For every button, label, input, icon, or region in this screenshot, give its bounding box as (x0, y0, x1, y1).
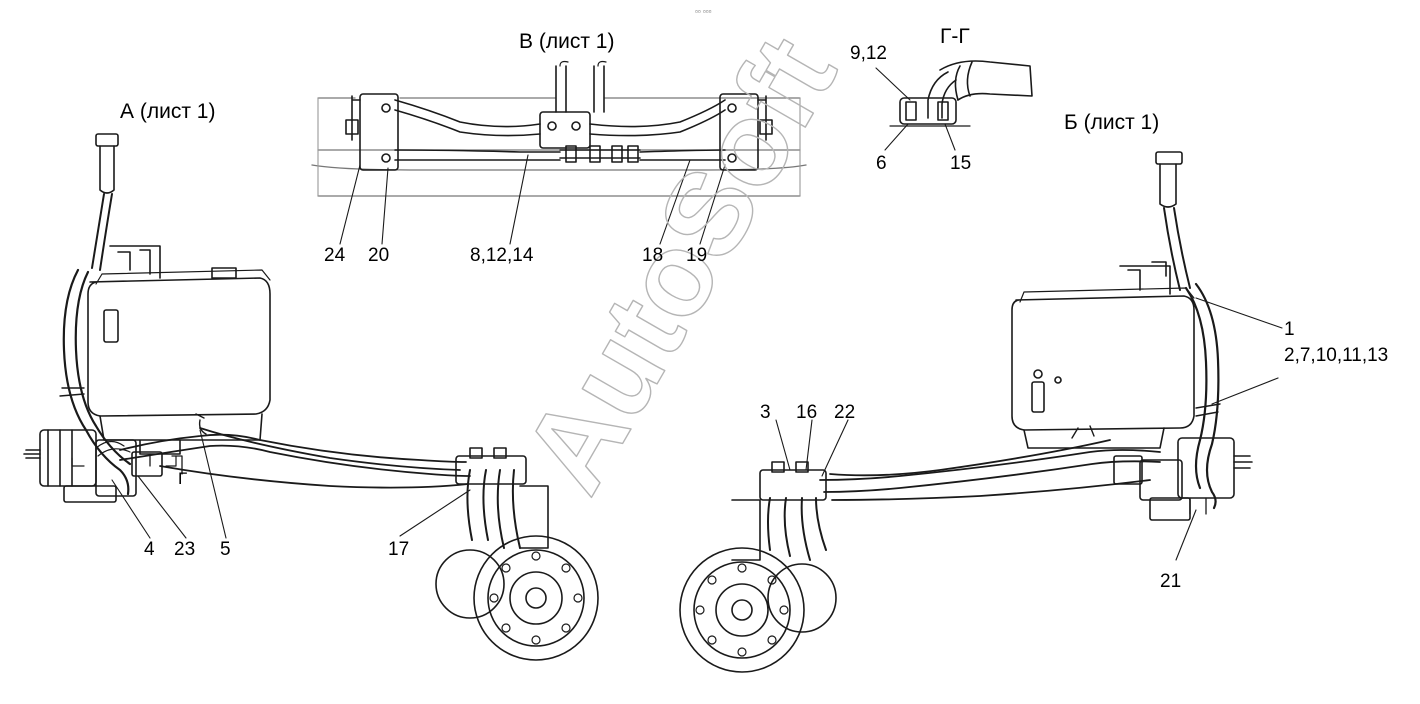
callout-20: 20 (368, 245, 390, 266)
view-v-right-bracket (719, 93, 773, 171)
lower-leader-lines (111, 297, 1283, 561)
left-tank (87, 245, 271, 455)
callout-21: 21 (1160, 571, 1182, 592)
callout-22: 22 (834, 402, 856, 423)
section-g-label: Г (178, 469, 188, 488)
left-hose-loop (59, 268, 132, 496)
callout-18: 18 (642, 245, 664, 266)
right-hose-loop (1184, 282, 1221, 510)
watermark-text: AutoSoft (498, 16, 861, 513)
view-v-leader-lines (339, 154, 726, 245)
left-wheel-bolts (489, 551, 583, 645)
callout-8-12-14: 8,12,14 (470, 245, 534, 266)
callout-1: 1 (1284, 319, 1295, 340)
callout-23: 23 (174, 539, 196, 560)
right-wheel-motor (679, 461, 837, 673)
left-long-hoses (119, 413, 471, 489)
view-v-vertical-pipes (555, 60, 607, 113)
callout-24: 24 (324, 245, 346, 266)
view-gg-leader-lines (875, 67, 956, 151)
right-wheel-bolts (695, 563, 789, 657)
callout-17: 17 (388, 539, 410, 560)
view-v-distributor-block (539, 111, 641, 163)
callout-4: 4 (144, 539, 155, 560)
left-wheel-motor (435, 447, 599, 661)
callout-5: 5 (220, 539, 231, 560)
callout-16: 16 (796, 402, 818, 423)
right-pump (1113, 437, 1253, 521)
right-filler-pipe (1155, 151, 1191, 291)
view-b-title: Б (лист 1) (1064, 111, 1160, 134)
view-gg-title: Г-Г (940, 25, 970, 48)
left-filler-pipe (91, 133, 119, 271)
callout-9-12: 9,12 (850, 43, 887, 64)
callout-15: 15 (950, 153, 972, 174)
right-long-hoses (819, 425, 1161, 501)
section-mark-g (71, 455, 177, 467)
view-a-title: А (лист 1) (120, 100, 216, 123)
callout-2-7-10-11-13: 2,7,10,11,13 (1284, 345, 1389, 366)
right-tank (1011, 261, 1195, 449)
view-v-title: В (лист 1) (519, 30, 615, 53)
callout-19: 19 (686, 245, 708, 266)
view-gg-section (889, 60, 1033, 127)
callout-6: 6 (876, 153, 887, 174)
small-header-mark: ▫▫ ▫▫▫ (695, 7, 712, 16)
view-v-left-bracket (345, 93, 399, 171)
left-pump (23, 429, 183, 503)
callout-3: 3 (760, 402, 771, 423)
